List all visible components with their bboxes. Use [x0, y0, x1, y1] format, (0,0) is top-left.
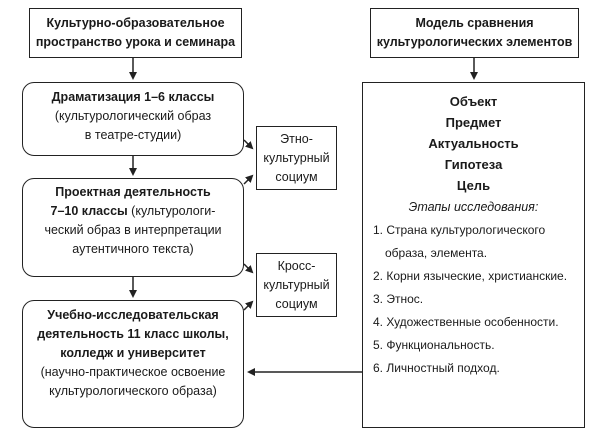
project-mixed-rest: (культурологи-	[127, 204, 216, 218]
ethno-cultural-box: Этно- культурный социум	[256, 126, 337, 190]
research-title-2: деятельность 11 класс школы,	[37, 327, 229, 341]
right-header-line-1: Модель сравнения	[415, 16, 534, 30]
research-title-1: Учебно-исследовательская	[47, 308, 219, 322]
stage-6: 6. Личностный подход.	[373, 361, 500, 375]
model-item-goal: Цель	[456, 178, 491, 193]
research-activity-box: Учебно-исследовательская деятельность 11…	[22, 300, 244, 428]
arrow-project-to-cross	[243, 263, 254, 274]
stage-1: 1. Страна культурологического	[373, 223, 546, 237]
arrow-research-to-cross	[243, 300, 254, 311]
stage-5: 5. Функциональность.	[373, 338, 495, 352]
model-item-relevance: Актуальность	[428, 136, 519, 151]
ethno-line-3: социум	[275, 170, 318, 184]
dramatization-line-1: (культурологический образ	[54, 109, 212, 123]
research-line-1: (научно-практическое освоение	[40, 365, 226, 379]
project-title: Проектная деятельность	[55, 185, 211, 199]
model-item-subject: Предмет	[445, 115, 502, 130]
stage-2: 2. Корни языческие, христианские.	[373, 269, 568, 283]
model-item-hypothesis: Гипотеза	[444, 157, 503, 172]
cross-cultural-box: Кросс- культурный социум	[256, 253, 337, 317]
cross-line-2: культурный	[263, 278, 330, 292]
right-header-box: Модель сравнения культурологических элем…	[370, 8, 579, 58]
research-line-2: культурологического образа)	[49, 384, 217, 398]
project-line-1: ческий образ в интерпретации	[44, 223, 222, 237]
project-line-2: аутентичного текста)	[72, 242, 194, 256]
left-header-line-1: Культурно-образовательное	[46, 16, 225, 30]
right-header-line-2: культурологических элементов	[376, 35, 573, 49]
dramatization-line-2: в театре-студии)	[84, 128, 182, 142]
model-item-object: Объект	[449, 94, 498, 109]
stage-3: 3. Этнос.	[373, 292, 424, 306]
model-box: Объект Предмет Актуальность Гипотеза Цел…	[362, 82, 585, 428]
stages-label: Этапы исследования:	[408, 200, 539, 214]
left-header-box: Культурно-образовательное пространство у…	[29, 8, 242, 58]
research-title-3: колледж и университет	[60, 346, 206, 360]
stage-4: 4. Художественные особенности.	[373, 315, 559, 329]
dramatization-title: Драматизация 1–6 классы	[51, 90, 215, 104]
project-activity-box: Проектная деятельность 7–10 классы (куль…	[22, 178, 244, 277]
arrow-dramatization-to-ethno	[243, 139, 254, 150]
project-mixed-line: 7–10 классы (культурологи-	[23, 202, 243, 221]
cross-line-1: Кросс-	[277, 259, 316, 273]
left-header-line-2: пространство урока и семинара	[35, 35, 236, 49]
arrow-project-to-ethno	[243, 174, 254, 185]
ethno-line-2: культурный	[263, 151, 330, 165]
stage-1-cont: образа, элемента.	[385, 246, 488, 260]
project-grades: 7–10 классы	[50, 204, 128, 218]
ethno-line-1: Этно-	[280, 132, 313, 146]
dramatization-box: Драматизация 1–6 классы (культурологичес…	[22, 82, 244, 156]
cross-line-3: социум	[275, 297, 318, 311]
